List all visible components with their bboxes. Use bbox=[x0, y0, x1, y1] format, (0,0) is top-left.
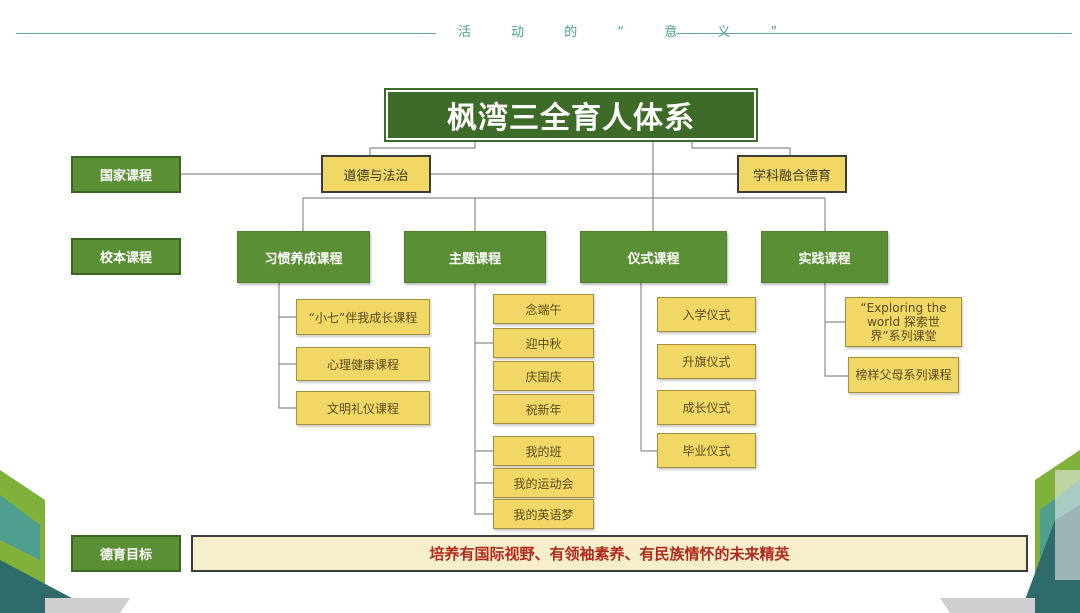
theme-item: 祝新年 bbox=[493, 394, 594, 424]
habit-item: “小七”伴我成长课程 bbox=[296, 299, 430, 335]
theme-item: 念端午 bbox=[493, 294, 594, 324]
practice-item: 榜样父母系列课程 bbox=[848, 357, 959, 393]
row-label-national: 国家课程 bbox=[71, 156, 181, 193]
ritual-item: 入学仪式 bbox=[657, 297, 756, 332]
ritual-item: 毕业仪式 bbox=[657, 433, 756, 468]
left-corner-decoration bbox=[0, 470, 130, 613]
right-corner-decoration bbox=[940, 450, 1080, 613]
ritual-item: 升旗仪式 bbox=[657, 344, 756, 379]
education-goal: 培养有国际视野、有领袖素养、有民族情怀的未来精英 bbox=[191, 535, 1028, 572]
school-course-practice: 实践课程 bbox=[761, 231, 888, 283]
row-label-goal: 德育目标 bbox=[71, 535, 181, 572]
school-course-habit: 习惯养成课程 bbox=[237, 231, 370, 283]
theme-item: 我的班 bbox=[493, 436, 594, 466]
diagram-title: 枫湾三全育人体系 bbox=[384, 88, 758, 142]
theme-item: 庆国庆 bbox=[493, 361, 594, 391]
header-line-left bbox=[16, 33, 436, 34]
header-line-right bbox=[676, 33, 1072, 34]
theme-item: 我的英语梦 bbox=[493, 499, 594, 529]
national-course-subject-integration: 学科融合德育 bbox=[737, 155, 847, 193]
practice-item: “Exploring the world 探索世界”系列课堂 bbox=[845, 297, 962, 347]
habit-item: 心理健康课程 bbox=[296, 347, 430, 381]
habit-item: 文明礼仪课程 bbox=[296, 391, 430, 425]
school-course-ritual: 仪式课程 bbox=[580, 231, 727, 283]
row-label-school: 校本课程 bbox=[71, 238, 181, 275]
theme-item: 我的运动会 bbox=[493, 468, 594, 498]
national-course-morality-law: 道德与法治 bbox=[321, 155, 431, 193]
school-course-theme: 主题课程 bbox=[404, 231, 546, 283]
ritual-item: 成长仪式 bbox=[657, 390, 756, 425]
theme-item: 迎中秋 bbox=[493, 328, 594, 358]
